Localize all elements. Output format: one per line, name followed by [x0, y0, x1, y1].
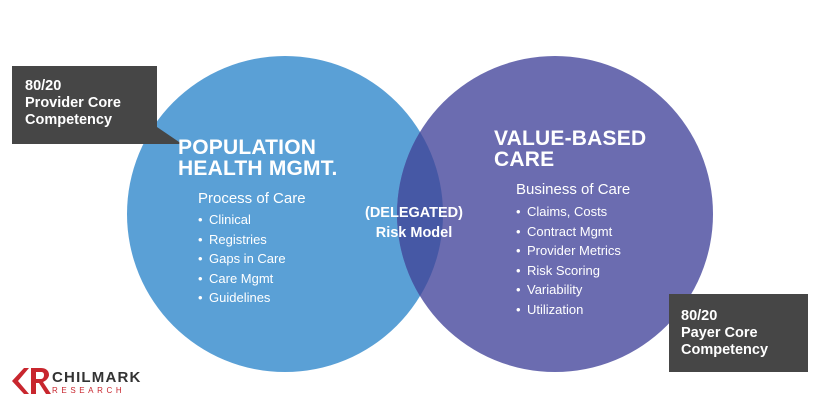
right-title-line1: VALUE-BASED: [494, 127, 647, 150]
right-bullet-item: Utilization: [516, 300, 621, 320]
provider-callout-line1: 80/20: [25, 78, 62, 94]
left-bullet-item: Clinical: [198, 210, 286, 230]
right-bullet-item: Provider Metrics: [516, 241, 621, 261]
left-bullet-item: Registries: [198, 230, 286, 250]
right-bullet-item: Contract Mgmt: [516, 222, 621, 242]
overlap-label-line1: (DELEGATED): [364, 205, 463, 221]
left-title-line1: POPULATION: [178, 136, 317, 159]
payer-callout-text: 80/20 Payer Core Competency: [681, 308, 768, 359]
right-bullet-item: Risk Scoring: [516, 261, 621, 281]
payer-callout-line2: Payer Core: [681, 325, 758, 341]
chilmark-cr-logo-icon: [12, 368, 51, 394]
left-subhead: Process of Care: [198, 190, 306, 207]
overlap-label: (DELEGATED) Risk Model: [355, 203, 473, 243]
logo-wordmark: CHILMARK: [52, 369, 142, 386]
left-bullet-list: ClinicalRegistriesGaps in CareCare MgmtG…: [198, 210, 286, 308]
left-bullet-item: Guidelines: [198, 288, 286, 308]
right-bullet-item: Variability: [516, 280, 621, 300]
payer-callout-box: [644, 294, 808, 372]
payer-callout-line1: 80/20: [681, 308, 718, 324]
provider-callout-box: [12, 66, 182, 144]
logo-subtext: RESEARCH: [52, 386, 126, 395]
payer-callout-line3: Competency: [681, 342, 769, 358]
left-title-line2: HEALTH MGMT.: [178, 157, 338, 180]
right-bullet-item: Claims, Costs: [516, 202, 621, 222]
right-bullet-list: Claims, CostsContract MgmtProvider Metri…: [516, 202, 621, 319]
right-subhead: Business of Care: [516, 181, 631, 198]
provider-callout-text: 80/20 Provider Core Competency: [25, 78, 121, 129]
provider-callout-line3: Competency: [25, 112, 113, 128]
left-bullet-item: Care Mgmt: [198, 269, 286, 289]
overlap-label-line2: Risk Model: [375, 225, 453, 241]
provider-callout-line2: Provider Core: [25, 95, 121, 111]
left-bullet-item: Gaps in Care: [198, 249, 286, 269]
right-title-line2: CARE: [494, 148, 555, 171]
